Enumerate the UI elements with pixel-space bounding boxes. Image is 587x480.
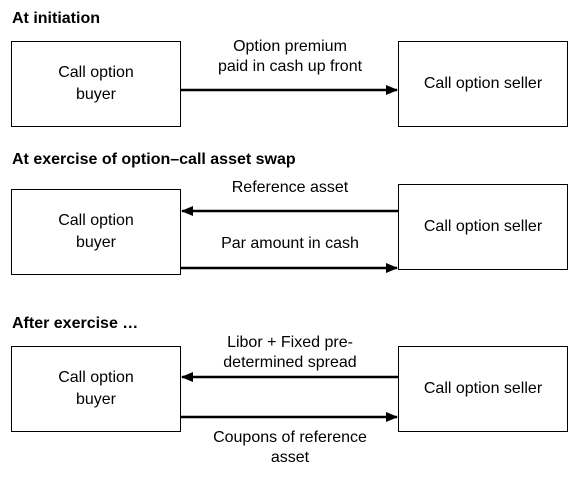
flow-label-option-premium: Option premium paid in cash up front bbox=[185, 37, 395, 77]
flow-label-libor-spread: Libor + Fixed pre- determined spread bbox=[185, 333, 395, 373]
flow-label-line: Reference asset bbox=[231, 179, 349, 196]
flow-label-line: paid in cash up front bbox=[217, 58, 363, 75]
flow-label-line: determined spread bbox=[223, 354, 357, 371]
flow-label-par-amount: Par amount in cash bbox=[185, 234, 395, 254]
flow-label-line: Par amount in cash bbox=[221, 235, 359, 252]
buyer-label: Call option buyer bbox=[58, 369, 134, 408]
call-option-buyer-box: Call option buyer bbox=[11, 189, 181, 275]
call-option-seller-box: Call option seller bbox=[398, 41, 568, 127]
flow-label-coupons: Coupons of reference asset bbox=[175, 428, 405, 468]
flow-label-line: Coupons of reference bbox=[213, 429, 367, 446]
flow-label-reference-asset: Reference asset bbox=[185, 178, 395, 198]
buyer-label: Call option buyer bbox=[58, 64, 134, 103]
seller-label: Call option seller bbox=[423, 380, 543, 397]
call-option-seller-box: Call option seller bbox=[398, 346, 568, 432]
call-option-buyer-box: Call option buyer bbox=[11, 346, 181, 432]
flow-label-line: Libor + Fixed pre- bbox=[227, 334, 353, 351]
seller-label: Call option seller bbox=[423, 75, 543, 92]
call-option-buyer-box: Call option buyer bbox=[11, 41, 181, 127]
section-title-initiation: At initiation bbox=[12, 10, 100, 27]
section-title-exercise: At exercise of option–call asset swap bbox=[12, 151, 296, 168]
buyer-label: Call option buyer bbox=[58, 212, 134, 251]
section-title-after-exercise: After exercise … bbox=[12, 315, 139, 332]
flow-label-line: asset bbox=[270, 449, 310, 466]
call-option-seller-box: Call option seller bbox=[398, 184, 568, 270]
seller-label: Call option seller bbox=[423, 218, 543, 235]
flow-label-line: Option premium bbox=[233, 38, 347, 55]
